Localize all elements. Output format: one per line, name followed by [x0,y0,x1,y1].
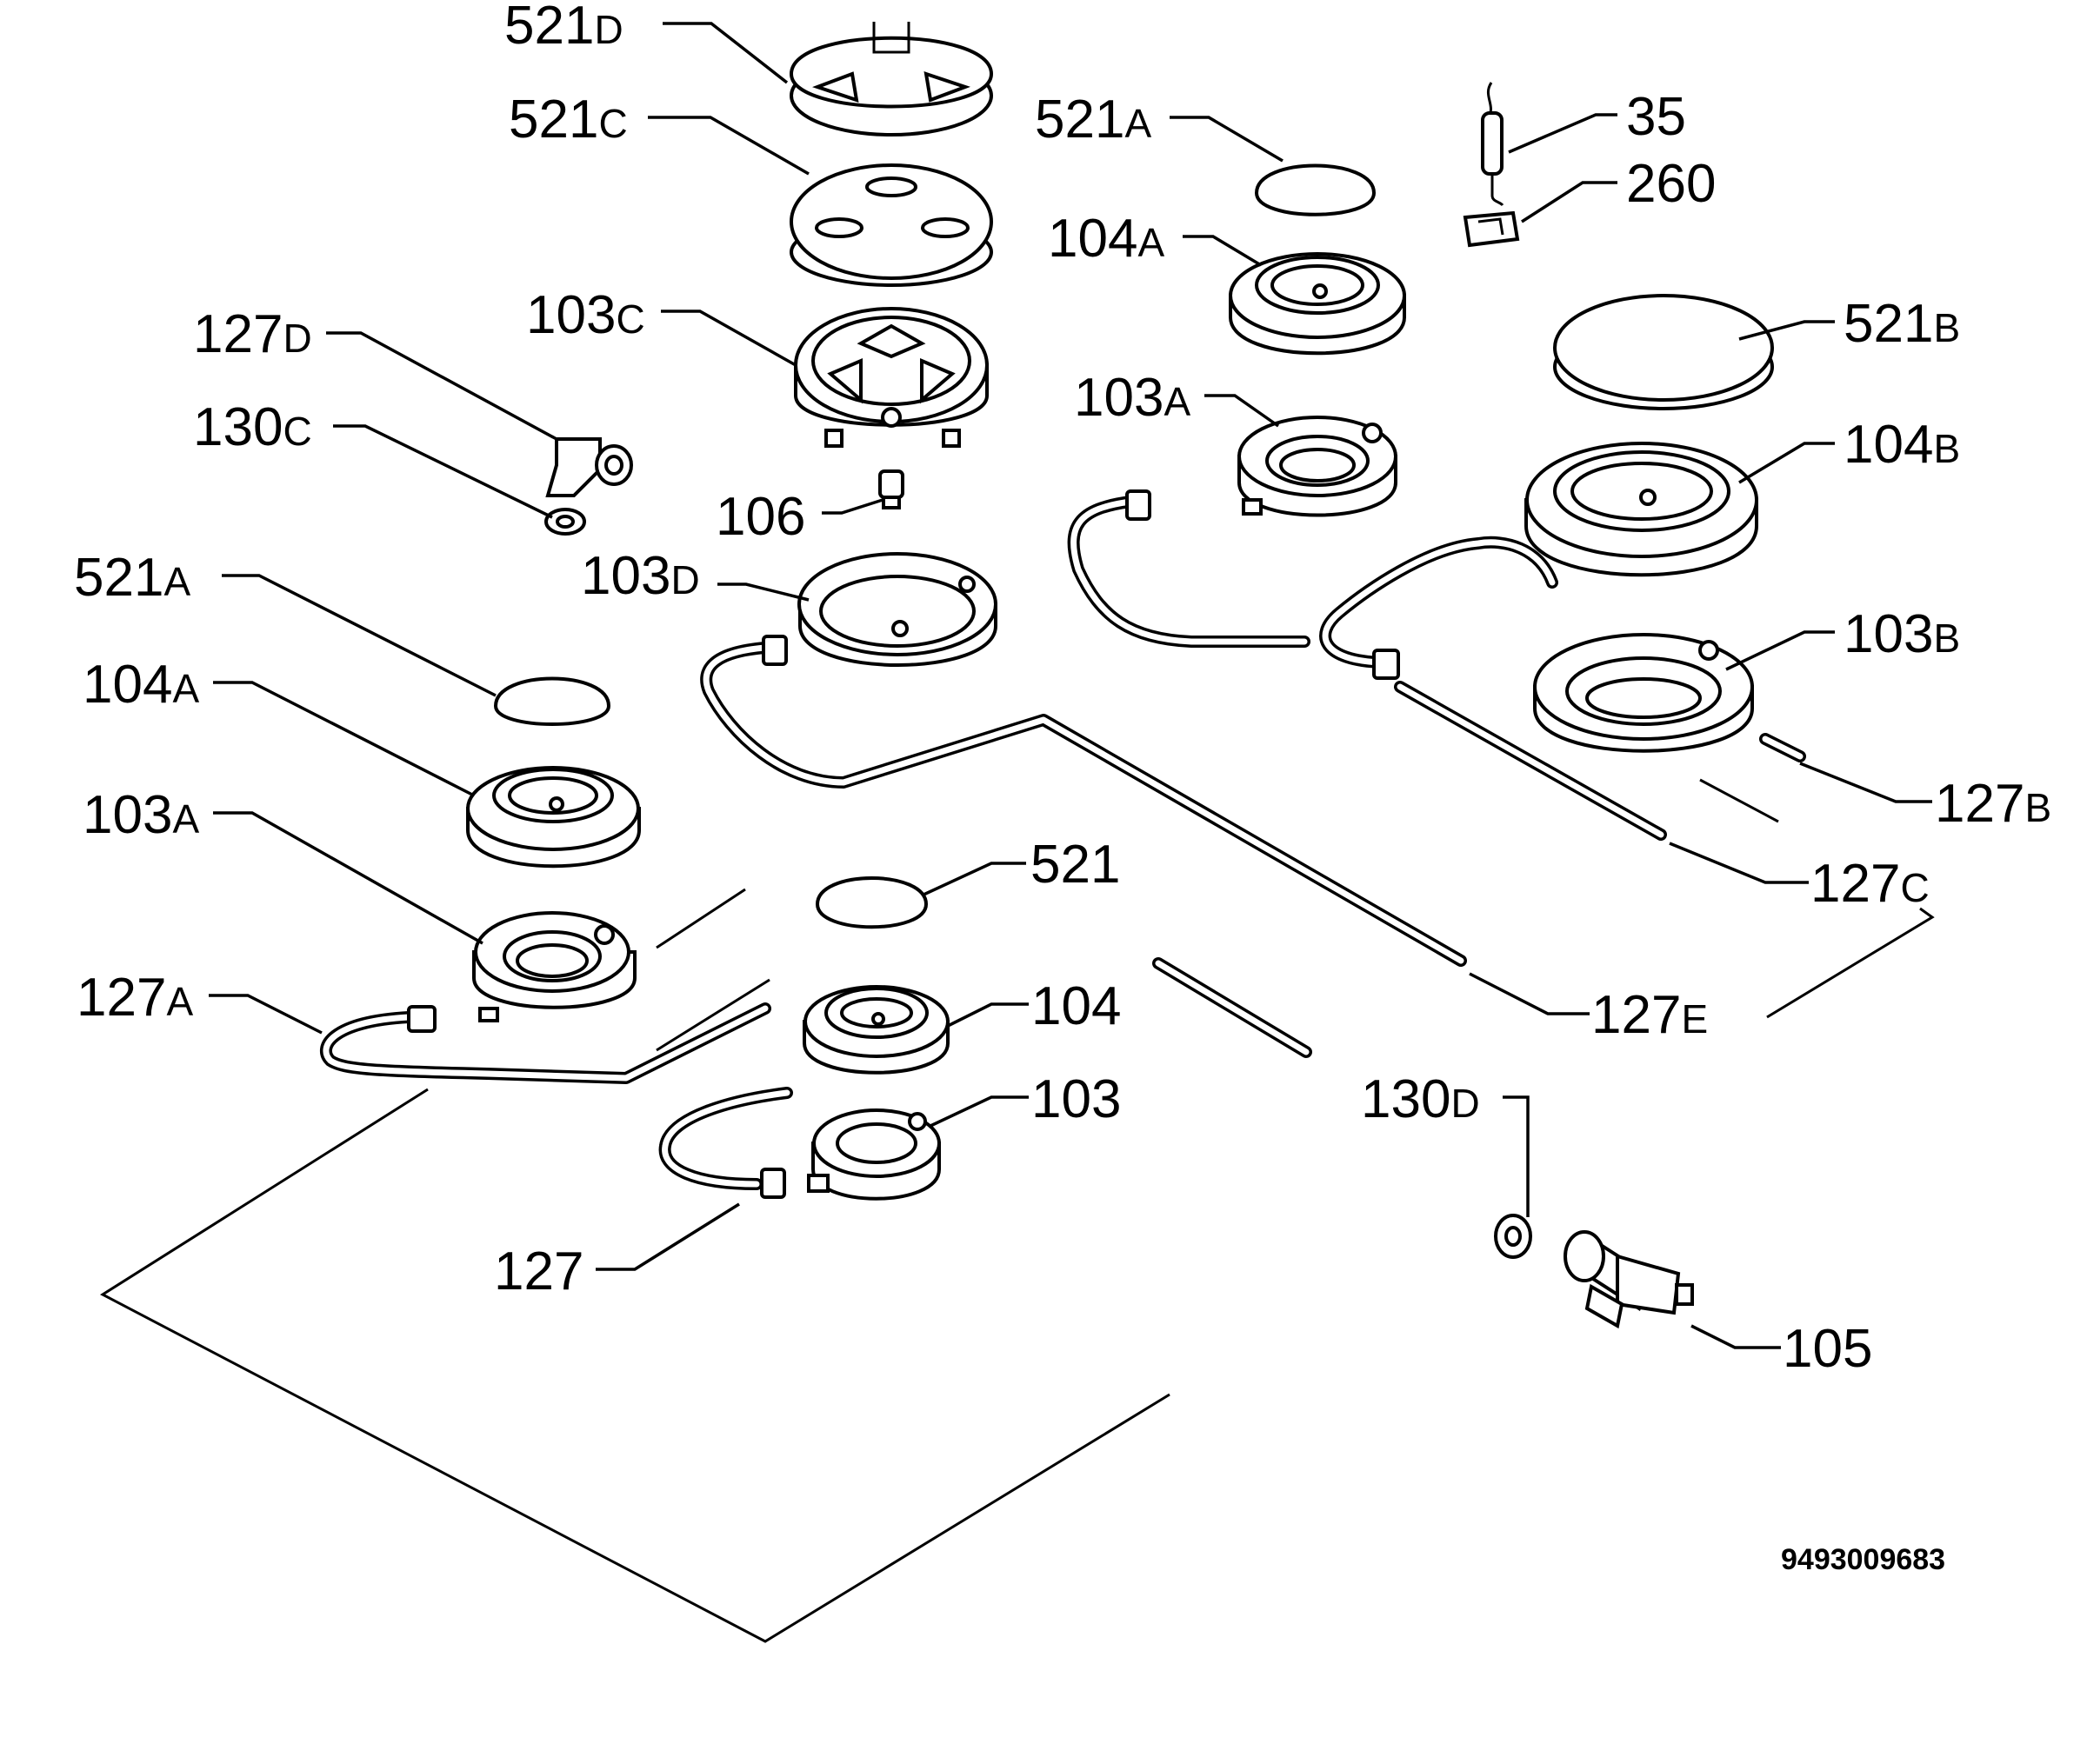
part-labels: 521D 521C 521A 35 260 104A 127D 103C 521… [74,0,2051,1576]
burner-103 [807,1108,941,1201]
hob-outline [99,888,1935,1643]
label-260: 260 [1626,154,1716,214]
pipe-fittings [407,489,1400,1199]
label-521c: 521C [509,90,628,150]
label-104a-left: 104A [83,655,199,715]
label-521: 521 [1030,835,1120,895]
label-104b: 104B [1844,415,1960,475]
label-127: 127 [494,1241,583,1301]
label-127b: 127B [1935,774,2051,834]
jet-106 [878,469,904,509]
label-103b: 103B [1844,604,1960,664]
burner-crown-104 [803,985,950,1075]
cap-521c [790,163,993,287]
label-521d: 521D [504,0,623,56]
burner-103d [797,552,997,667]
label-103c: 103C [526,285,645,345]
cap-521a-left [493,676,611,726]
cap-521b [1553,294,1774,410]
label-127c: 127C [1810,854,1930,914]
clip-260 [1463,210,1520,248]
burner-103b [1533,633,1754,753]
leader-lines [209,22,1932,1349]
label-127e: 127E [1591,985,1708,1045]
elbow-127d [544,437,633,536]
label-106: 106 [716,487,805,547]
burner-103c [794,307,989,448]
label-521a-top: 521A [1035,90,1151,150]
cap-521d [789,22,994,136]
gas-pipes [319,496,1806,1190]
label-103a-top: 103A [1074,368,1190,428]
label-130c: 130C [193,397,312,457]
label-35: 35 [1626,87,1686,147]
electrode-35 [1481,82,1504,207]
burner-crown-104a-left [466,766,641,869]
burner-crown-104b [1524,442,1758,577]
label-127d: 127D [193,304,312,364]
cap-521 [815,876,929,929]
washer-130d [1494,1214,1532,1259]
label-521b: 521B [1844,294,1960,354]
label-103d: 103D [581,546,700,606]
label-127a: 127A [77,968,193,1028]
label-130d: 130D [1361,1069,1480,1129]
label-104a-top: 104A [1048,209,1164,269]
label-104: 104 [1031,976,1121,1036]
valve-105 [1564,1230,1694,1329]
burner-103a-top [1237,416,1397,517]
cap-521a-top [1254,163,1377,216]
label-103a-left: 103A [83,785,199,845]
label-105: 105 [1783,1319,1872,1379]
burner-crown-104a-top [1229,252,1406,356]
label-521a-left: 521A [74,548,190,608]
label-103: 103 [1031,1069,1121,1129]
diagram-code: 9493009683 [1781,1543,1945,1576]
burner-103a-left [472,911,637,1022]
